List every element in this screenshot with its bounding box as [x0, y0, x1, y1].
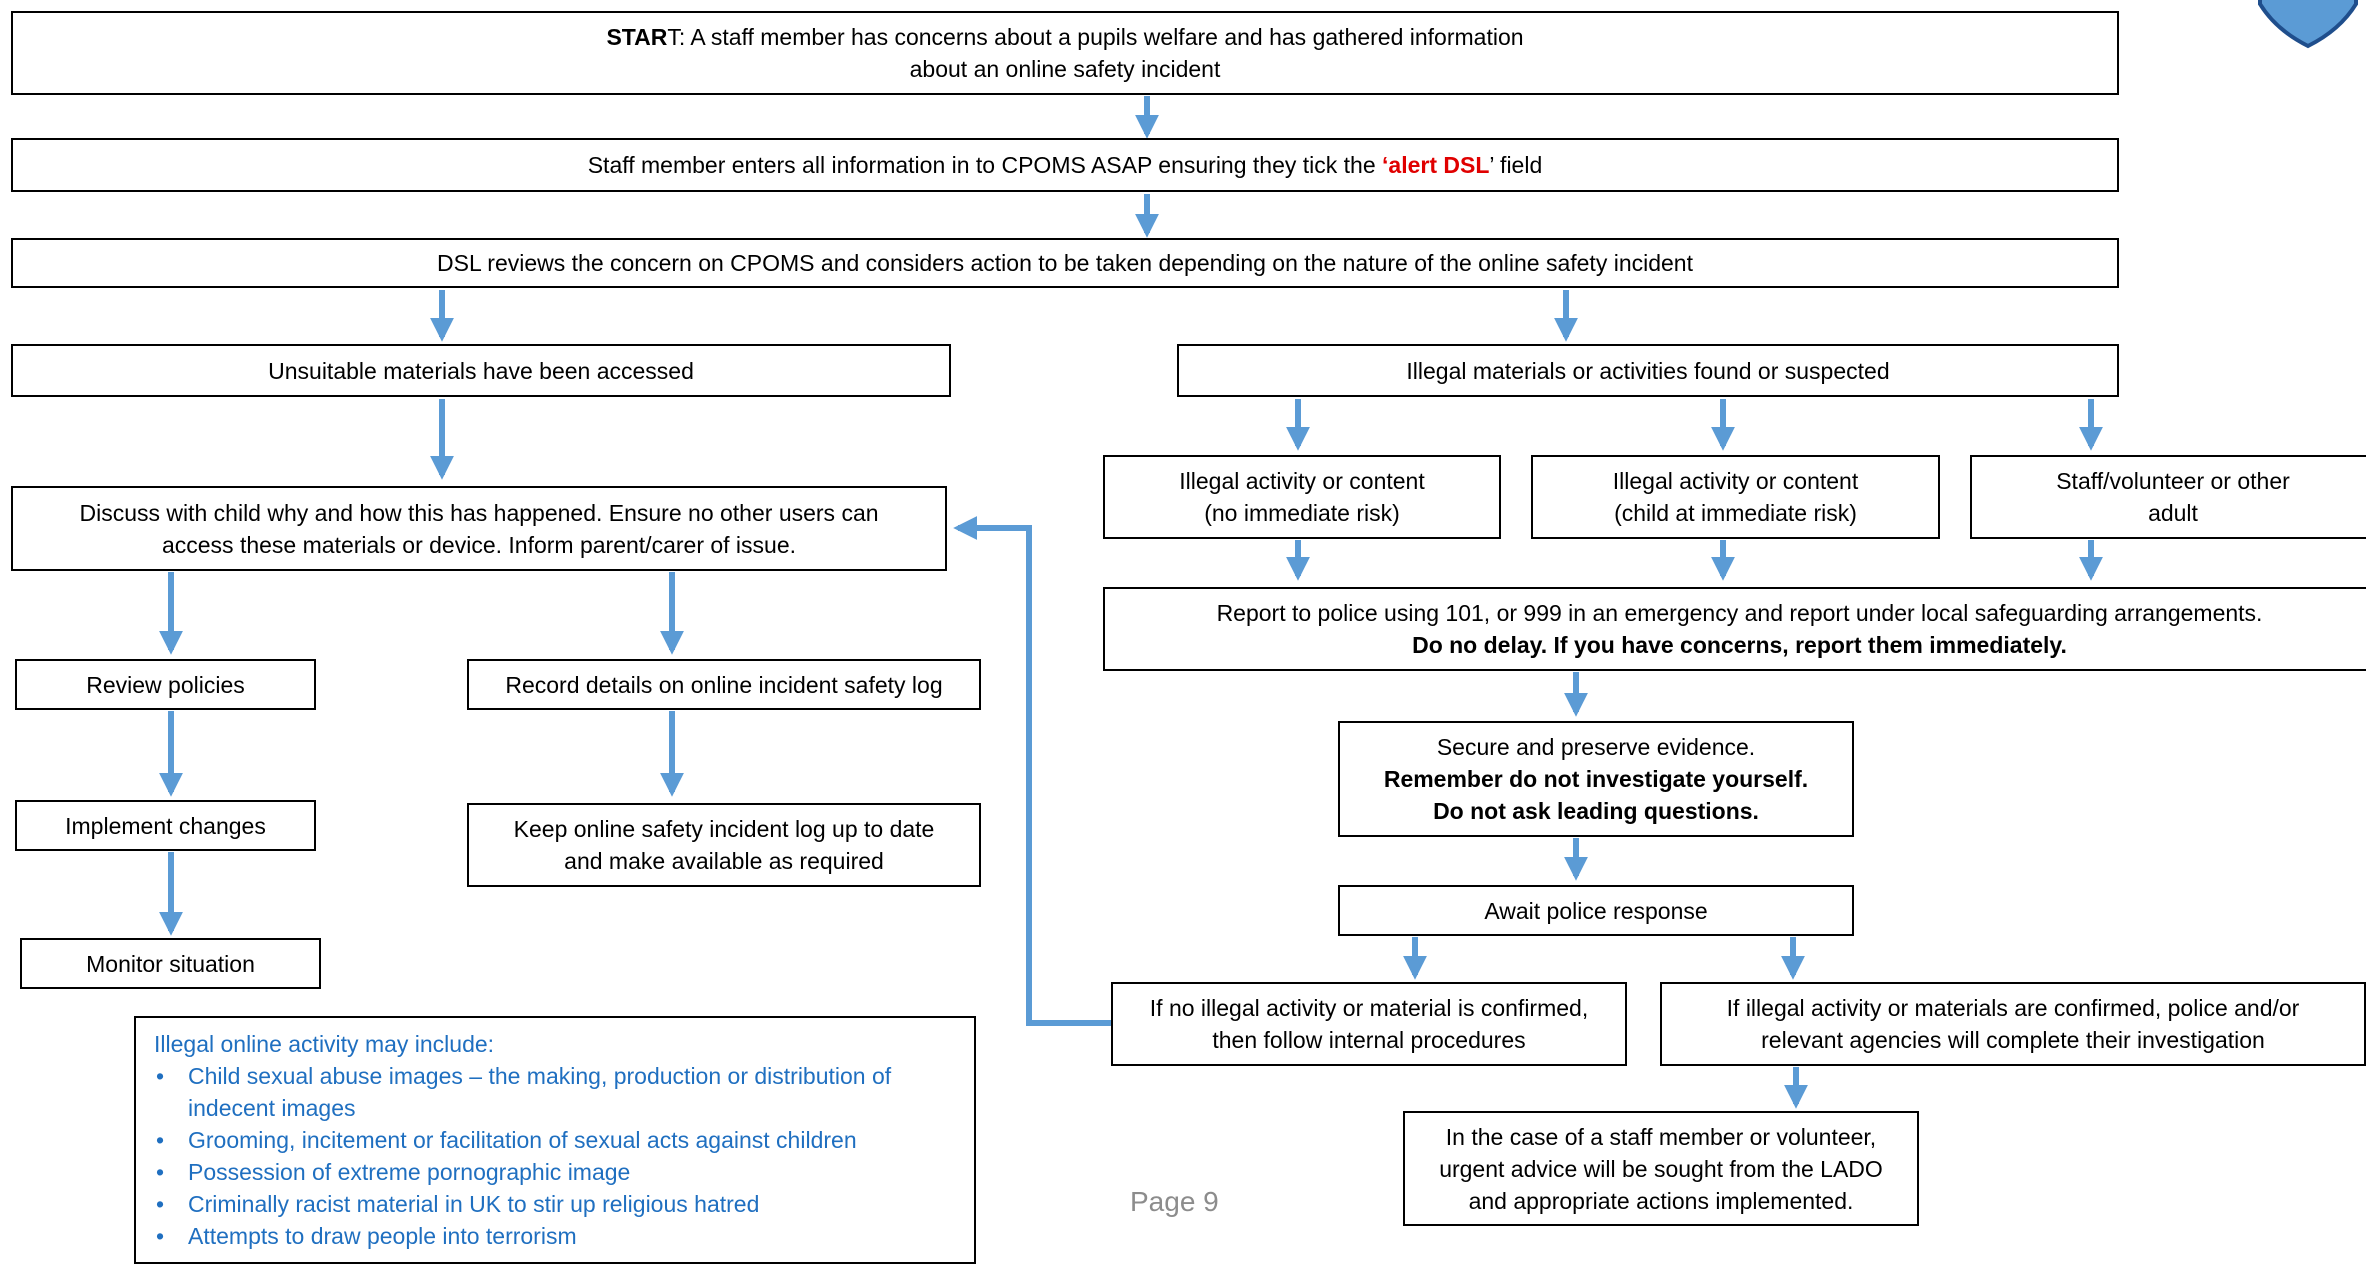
discuss-box: Discuss with child why and how this has … — [11, 486, 947, 571]
secure-line2: Remember do not investigate yourself. — [1383, 766, 1809, 792]
confirmed-box: If illegal activity or materials are con… — [1660, 982, 2366, 1066]
not-confirmed-line2: then follow internal procedures — [1212, 1027, 1526, 1053]
enter-quote-close: ’ — [1489, 152, 1494, 178]
note-item: Attempts to draw people into terrorism — [154, 1220, 956, 1252]
staff-adult-line2: adult — [2148, 500, 2198, 526]
review-policies-text: Review policies — [86, 671, 245, 698]
implement-changes-box: Implement changes — [15, 800, 316, 851]
illegal-text: Illegal materials or activities found or… — [1406, 357, 1890, 384]
note-item: Criminally racist material in UK to stir… — [154, 1188, 956, 1220]
immediate-risk-line1: Illegal activity or content — [1612, 468, 1859, 494]
no-risk-line1: Illegal activity or content — [1179, 468, 1425, 494]
staff-adult-line1: Staff/volunteer or other — [2056, 468, 2290, 494]
confirmed-line2: relevant agencies will complete their in… — [1761, 1027, 2265, 1053]
enter-quote-open: ‘ — [1382, 152, 1389, 178]
no-risk-line2: (no immediate risk) — [1204, 500, 1400, 526]
keep-log-box: Keep online safety incident log up to da… — [467, 803, 981, 887]
immediate-risk-box: Illegal activity or content (child at im… — [1531, 455, 1940, 539]
monitor-situation-text: Monitor situation — [86, 950, 255, 977]
review-policies-box: Review policies — [15, 659, 316, 710]
dsl-review-text: DSL reviews the concern on CPOMS and con… — [437, 250, 1693, 276]
report-police-box: Report to police using 101, or 999 in an… — [1103, 587, 2366, 671]
record-details-text: Record details on online incident safety… — [505, 671, 943, 698]
lado-line2: urgent advice will be sought from the LA… — [1439, 1155, 1883, 1182]
start-line2: about an online safety incident — [909, 56, 1221, 82]
school-crest-shield — [2258, 0, 2358, 49]
unsuitable-box: Unsuitable materials have been accessed — [11, 344, 951, 397]
dsl-review-box: DSL reviews the concern on CPOMS and con… — [11, 238, 2119, 288]
illegal-activity-note: Illegal online activity may include: Chi… — [134, 1016, 976, 1264]
not-confirmed-line1: If no illegal activity or material is co… — [1149, 995, 1589, 1021]
lado-line3: and appropriate actions implemented. — [1468, 1187, 1854, 1214]
note-list: Child sexual abuse images – the making, … — [154, 1060, 956, 1252]
arrow-not-confirmed-to-discuss — [953, 516, 1111, 1026]
keep-log-line2: and make available as required — [564, 848, 884, 874]
note-item: Child sexual abuse images – the making, … — [154, 1060, 956, 1124]
unsuitable-text: Unsuitable materials have been accessed — [268, 357, 694, 384]
start-lead-rest: T: A staff member has concerns about a p… — [667, 24, 1524, 50]
implement-changes-text: Implement changes — [65, 812, 266, 839]
report-line2: Do no delay. If you have concerns, repor… — [1412, 632, 2067, 658]
note-heading: Illegal online activity may include: — [154, 1031, 495, 1057]
confirmed-line1: If illegal activity or materials are con… — [1726, 995, 2300, 1021]
start-box: START: A staff member has concerns about… — [11, 11, 2119, 95]
staff-adult-box: Staff/volunteer or other adult — [1970, 455, 2366, 539]
secure-evidence-box: Secure and preserve evidence. Remember d… — [1338, 721, 1854, 837]
discuss-line2: access these materials or device. Inform… — [161, 531, 797, 558]
monitor-situation-box: Monitor situation — [20, 938, 321, 989]
lado-line1: In the case of a staff member or volunte… — [1445, 1123, 1877, 1150]
no-risk-box: Illegal activity or content (no immediat… — [1103, 455, 1501, 539]
await-response-box: Await police response — [1338, 885, 1854, 936]
not-confirmed-box: If no illegal activity or material is co… — [1111, 982, 1627, 1066]
immediate-risk-line2: (child at immediate risk) — [1614, 500, 1857, 526]
record-details-box: Record details on online incident safety… — [467, 659, 981, 710]
keep-log-line1: Keep online safety incident log up to da… — [513, 816, 935, 842]
start-lead: STAR — [606, 24, 668, 50]
note-item: Grooming, incitement or facilitation of … — [154, 1124, 956, 1156]
secure-line1: Secure and preserve evidence. — [1436, 734, 1756, 760]
await-response-text: Await police response — [1484, 897, 1708, 924]
alert-dsl-label: alert DSL — [1388, 152, 1490, 178]
illegal-box: Illegal materials or activities found or… — [1177, 344, 2119, 397]
discuss-line1: Discuss with child why and how this has … — [79, 499, 879, 526]
report-line1: Report to police using 101, or 999 in an… — [1216, 600, 2263, 626]
secure-line3: Do not ask leading questions. — [1433, 798, 1759, 824]
note-item: Possession of extreme pornographic image — [154, 1156, 956, 1188]
enter-after: field — [1493, 152, 1543, 178]
enter-before: Staff member enters all information in t… — [587, 152, 1383, 178]
enter-info-box: Staff member enters all information in t… — [11, 138, 2119, 192]
page-number: Page 9 — [1130, 1186, 1219, 1217]
lado-box: In the case of a staff member or volunte… — [1403, 1111, 1919, 1226]
